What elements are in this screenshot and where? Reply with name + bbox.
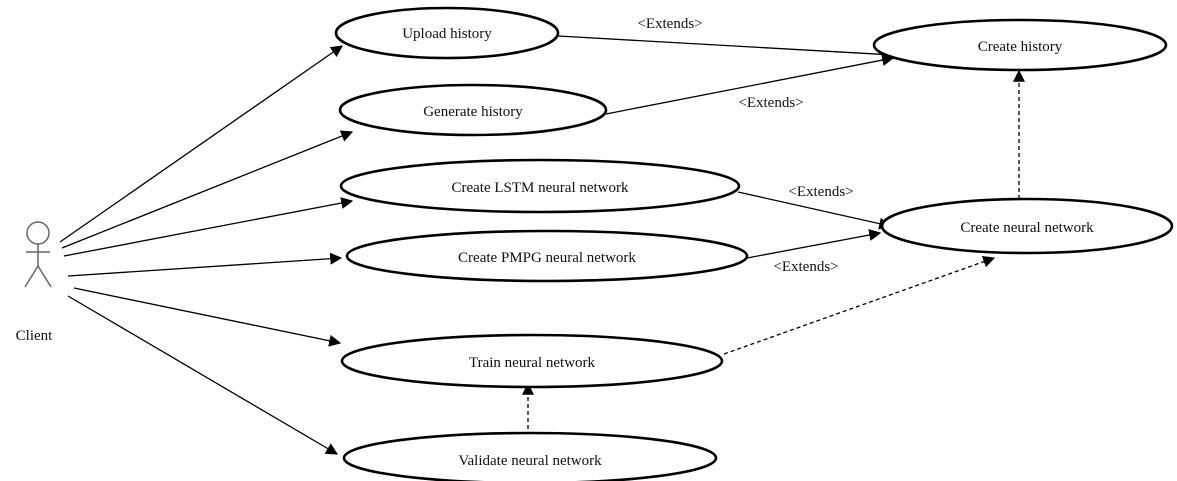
assoc-create-pmpg bbox=[67, 252, 343, 277]
assoc-upload-history bbox=[59, 45, 343, 243]
use-case-label: Upload history bbox=[402, 26, 492, 42]
use-case-validate-nn: Validate neural network bbox=[342, 431, 718, 481]
extends-upload-to-create-history bbox=[557, 35, 895, 61]
dep-train-to-create-nn bbox=[723, 255, 996, 355]
use-case-label: Generate history bbox=[423, 104, 523, 120]
actor-head bbox=[26, 221, 50, 245]
actor-left-leg bbox=[24, 265, 39, 288]
actor-right-leg bbox=[37, 265, 52, 288]
use-case-generate-history: Generate history bbox=[338, 83, 608, 137]
use-case-label: Validate neural network bbox=[458, 453, 602, 469]
associations bbox=[59, 45, 354, 455]
assoc-generate-history bbox=[61, 130, 354, 249]
extends-generate-to-create-history bbox=[605, 54, 895, 115]
use-case-label: Create neural network bbox=[960, 220, 1094, 236]
actor-label: Client bbox=[16, 328, 53, 344]
extends-label-lstm: <Extends> bbox=[788, 184, 853, 200]
use-case-upload-history: Upload history bbox=[334, 6, 560, 60]
extends-label-upload: <Extends> bbox=[637, 16, 702, 32]
use-case-label: Train neural network bbox=[469, 355, 596, 371]
use-case-create-history: Create history bbox=[872, 18, 1168, 72]
client-actor: Client bbox=[16, 221, 53, 344]
use-case-train-nn: Train neural network bbox=[340, 333, 724, 389]
use-case-create-nn: Create neural network bbox=[880, 197, 1174, 255]
dependency-relations bbox=[522, 69, 1025, 436]
extends-label-pmpg: <Extends> bbox=[773, 259, 838, 275]
assoc-train-nn bbox=[73, 287, 342, 347]
use-case-label: Create history bbox=[978, 39, 1063, 55]
use-case-label: Create LSTM neural network bbox=[451, 180, 629, 196]
use-case-create-pmpg: Create PMPG neural network bbox=[345, 229, 749, 283]
use-case-create-lstm: Create LSTM neural network bbox=[339, 158, 741, 214]
extends-label-generate: <Extends> bbox=[738, 95, 803, 111]
use-case-label: Create PMPG neural network bbox=[458, 250, 636, 266]
assoc-validate-nn bbox=[67, 295, 339, 455]
extends-lstm-to-create-nn bbox=[737, 191, 892, 230]
assoc-create-lstm bbox=[63, 197, 354, 257]
extends-pmpg-to-create-nn bbox=[746, 229, 882, 259]
extends-relations: <Extends> <Extends> <Extends> <Extends> bbox=[557, 16, 895, 275]
